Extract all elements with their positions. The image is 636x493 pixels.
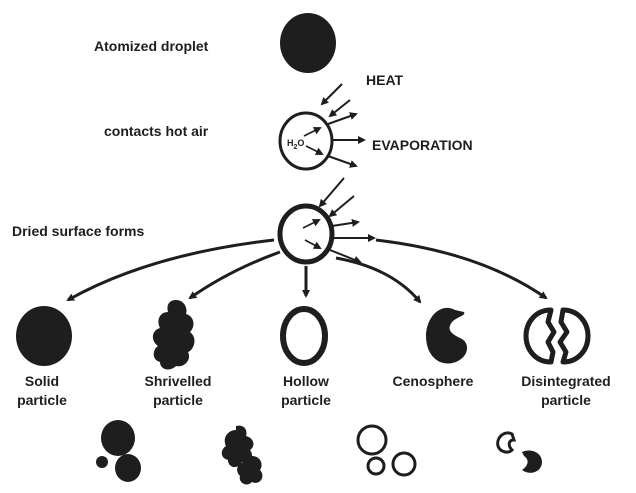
disintegrated-particle-left-icon <box>526 310 554 362</box>
solid-example-small <box>96 456 108 468</box>
label-hollow-particle-line2: particle <box>281 392 331 408</box>
disintegrated-particle-right-icon <box>560 310 588 362</box>
label-cenosphere: Cenosphere <box>393 373 474 389</box>
heat-arrow <box>330 196 354 216</box>
branch-arrow-disintegrated <box>376 240 546 298</box>
shrivelled-particle-icon <box>153 300 195 369</box>
label-dried-surface-forms: Dried surface forms <box>12 223 144 239</box>
atomized-droplet <box>280 13 336 73</box>
label-hollow-particle-line1: Hollow <box>283 373 329 389</box>
label-solid-particle-line2: particle <box>17 392 67 408</box>
solid-particle-icon <box>16 306 72 366</box>
label-disintegrated-particle-line1: Disintegrated <box>521 373 610 389</box>
cenosphere-example-small <box>522 450 542 472</box>
solid-example-medium <box>115 454 141 482</box>
label-disintegrated-particle-line2: particle <box>541 392 591 408</box>
branch-arrow-shrivelled <box>190 252 280 298</box>
hollow-example-large <box>358 426 386 454</box>
heat-arrow <box>320 178 344 206</box>
heat-arrow <box>330 100 350 116</box>
branch-arrow-cenosphere <box>336 258 420 302</box>
heat-label: HEAT <box>366 72 404 88</box>
heat-arrow <box>322 84 342 104</box>
label-shrivelled-particle-line2: particle <box>153 392 203 408</box>
hollow-particle-icon <box>283 309 325 363</box>
hollow-example-small <box>368 458 384 474</box>
hollow-example-medium <box>393 453 415 475</box>
cenosphere-example-large <box>498 433 514 452</box>
evaporation-arrow <box>328 156 356 166</box>
label-atomized-droplet: Atomized droplet <box>94 38 209 54</box>
label-shrivelled-particle-line1: Shrivelled <box>145 373 212 389</box>
cenosphere-icon <box>426 308 467 364</box>
label-contacts-hot-air: contacts hot air <box>104 123 209 139</box>
label-solid-particle-line1: Solid <box>25 373 59 389</box>
evaporation-label: EVAPORATION <box>372 137 473 153</box>
branch-arrow-solid <box>68 240 274 300</box>
solid-example-large <box>101 420 135 456</box>
dried-surface-droplet <box>280 206 332 262</box>
evaporation-arrow <box>332 222 358 226</box>
